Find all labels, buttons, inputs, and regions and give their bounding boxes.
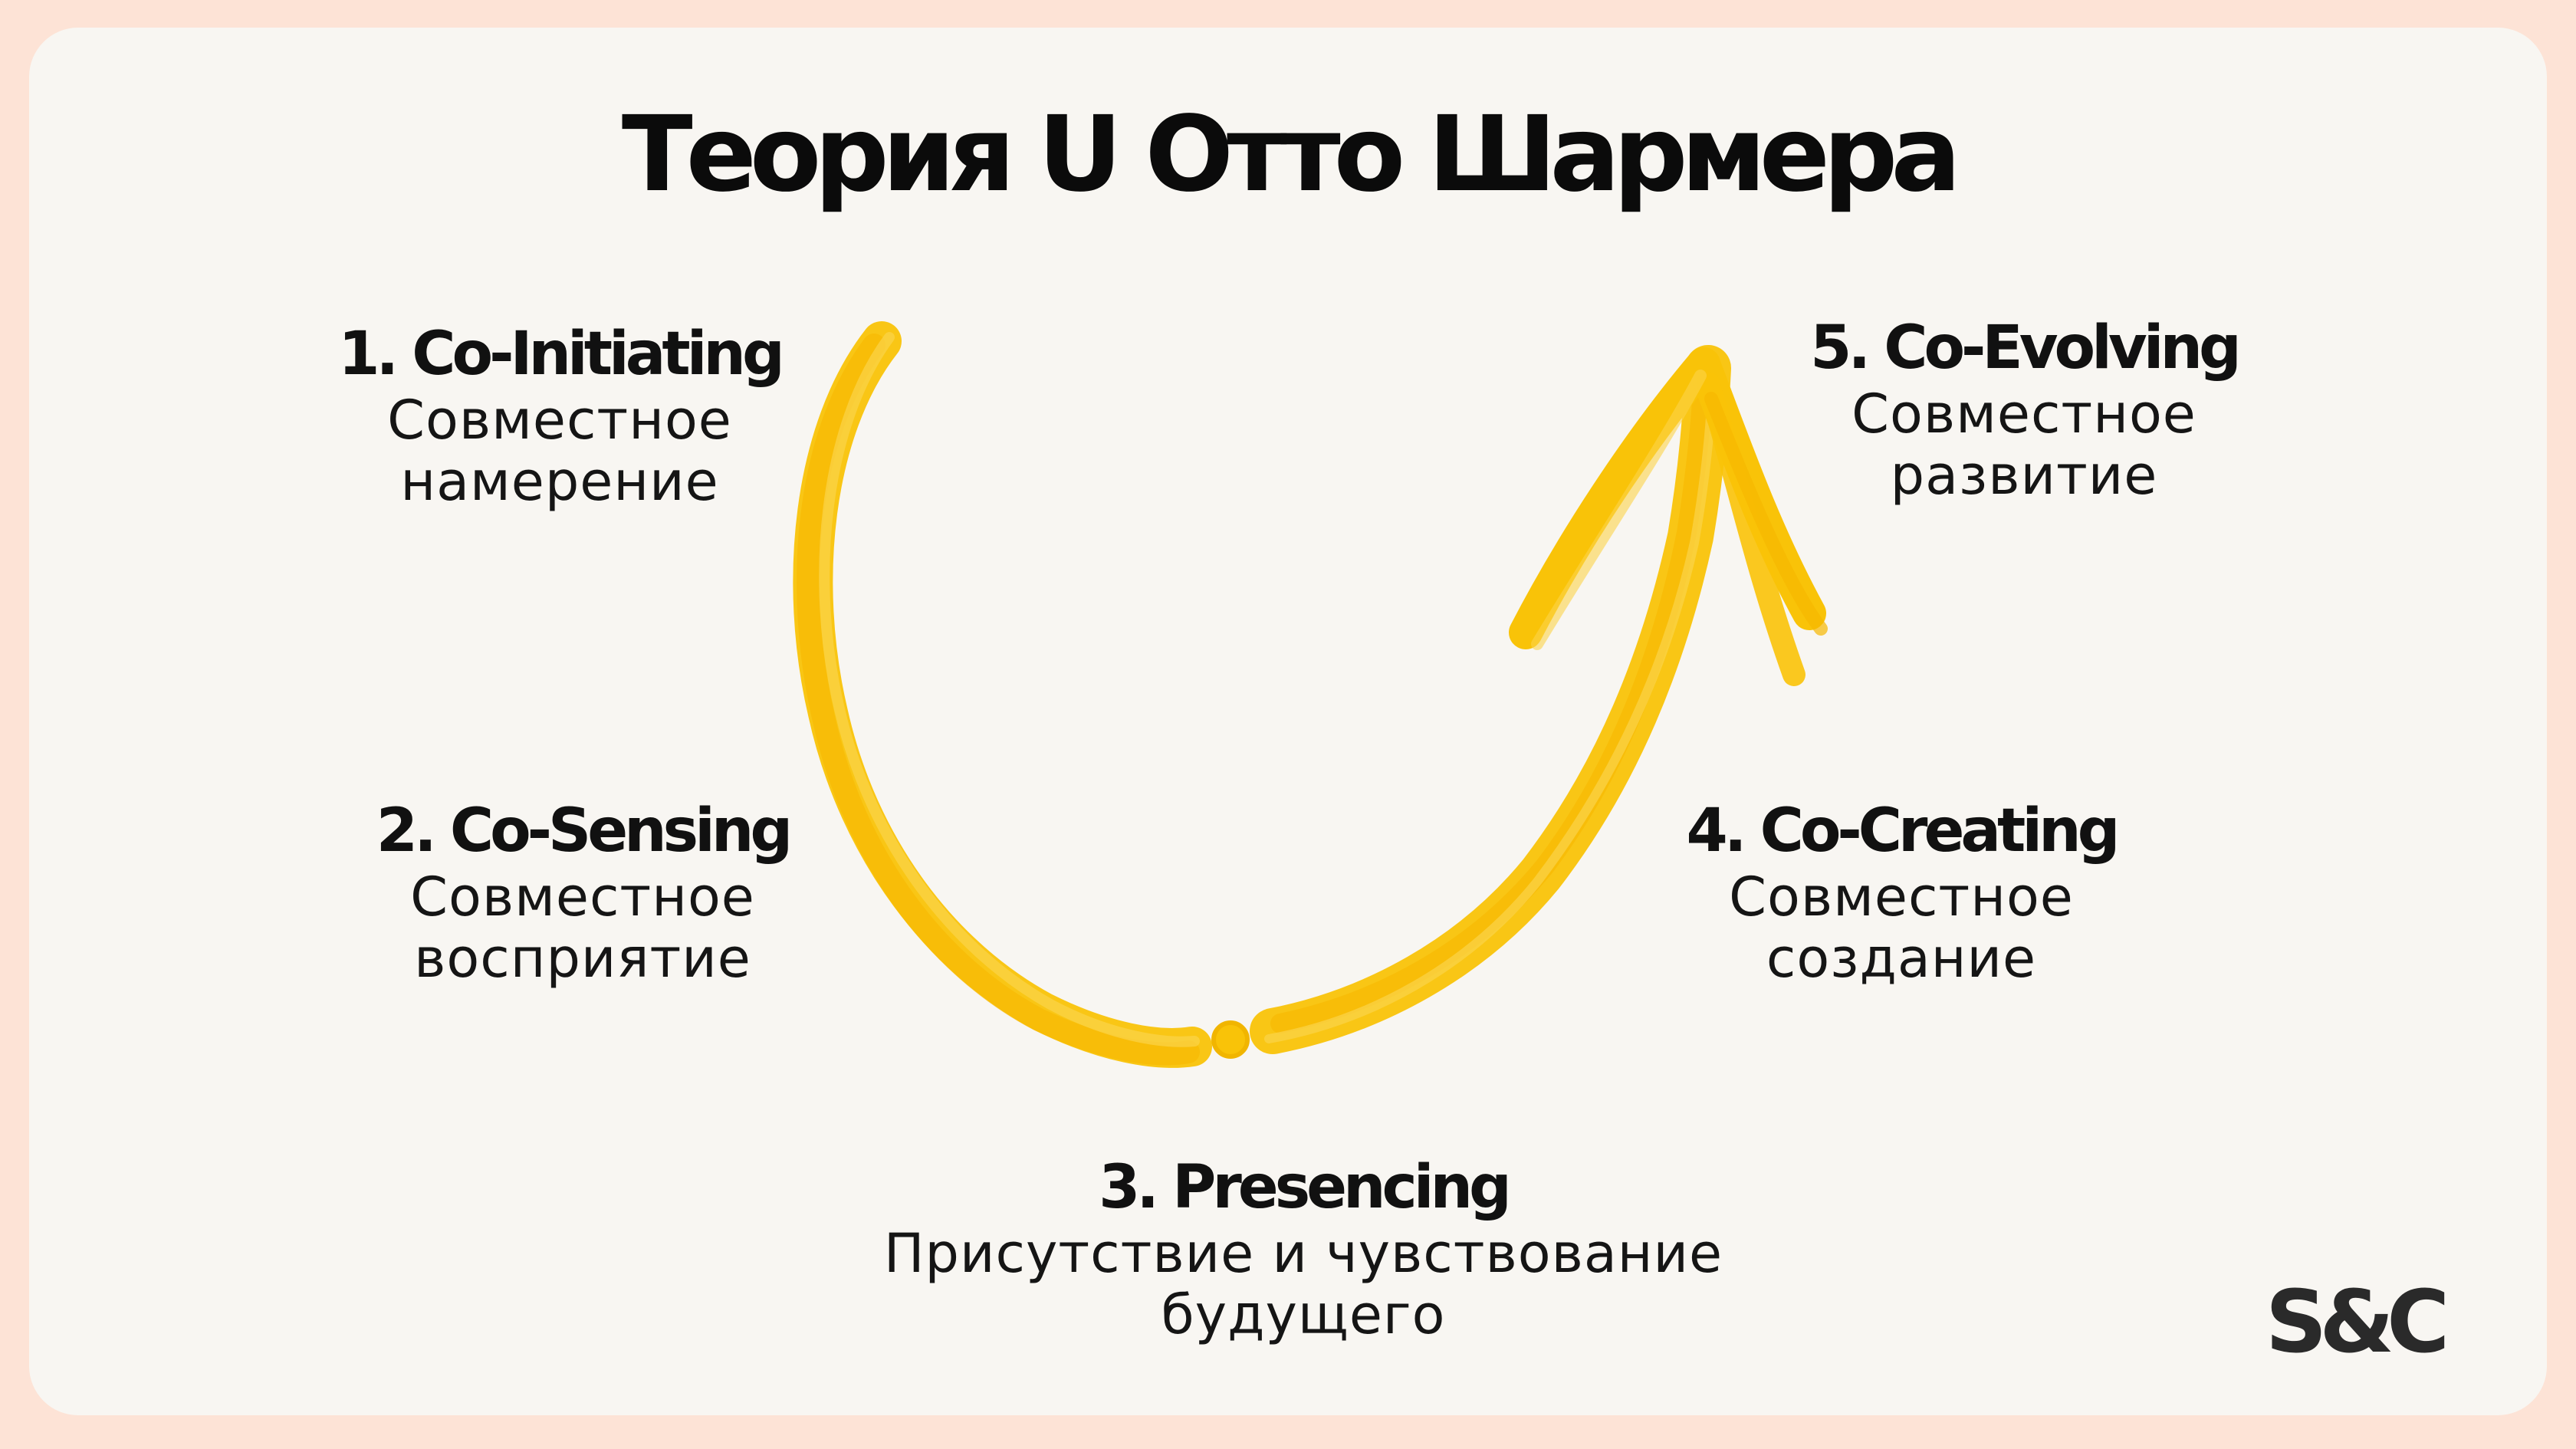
- stage-co-creating: 4. Co-Creating Совместное создание: [1664, 797, 2139, 990]
- slide-card: [29, 28, 2547, 1415]
- stage-co-initiating: 1. Co-Initiating Совместное намерение: [307, 320, 813, 513]
- stage-description-line1: Совместное: [410, 865, 755, 928]
- stage-description-line2: восприятие: [414, 927, 751, 991]
- stage-co-evolving: 5. Co-Evolving Совместное развитие: [1779, 314, 2269, 507]
- stage-heading: 3. Presencing: [1099, 1153, 1512, 1222]
- stage-description-line2: развитие: [1890, 444, 2158, 508]
- brand-logo-text: S&C: [2266, 1273, 2445, 1372]
- stage-heading: 4. Co-Creating: [1686, 797, 2121, 866]
- stage-description-line2: создание: [1766, 927, 2037, 991]
- stage-description-line1: Совместное: [1852, 382, 2196, 445]
- stage-description-line1: Присутствие и чувствование: [883, 1221, 1723, 1285]
- stage-description-line2: будущего: [1161, 1283, 1446, 1347]
- stage-co-sensing: 2. Co-Sensing Совместное восприятие: [322, 797, 843, 990]
- stage-heading: 1. Co-Initiating: [338, 320, 785, 389]
- stage-presencing: 3. Presencing Присутствие и чувствование…: [782, 1153, 1825, 1347]
- stage-heading: 2. Co-Sensing: [376, 797, 793, 866]
- stage-description-line2: намерение: [400, 450, 719, 514]
- brand-logo: S&C: [2266, 1273, 2453, 1372]
- stage-heading: 5. Co-Evolving: [1810, 314, 2242, 383]
- page-title: Теория U Отто Шармера: [621, 94, 1961, 215]
- stage-description-line1: Совместное: [387, 388, 732, 452]
- stage-description-line1: Совместное: [1729, 865, 2074, 928]
